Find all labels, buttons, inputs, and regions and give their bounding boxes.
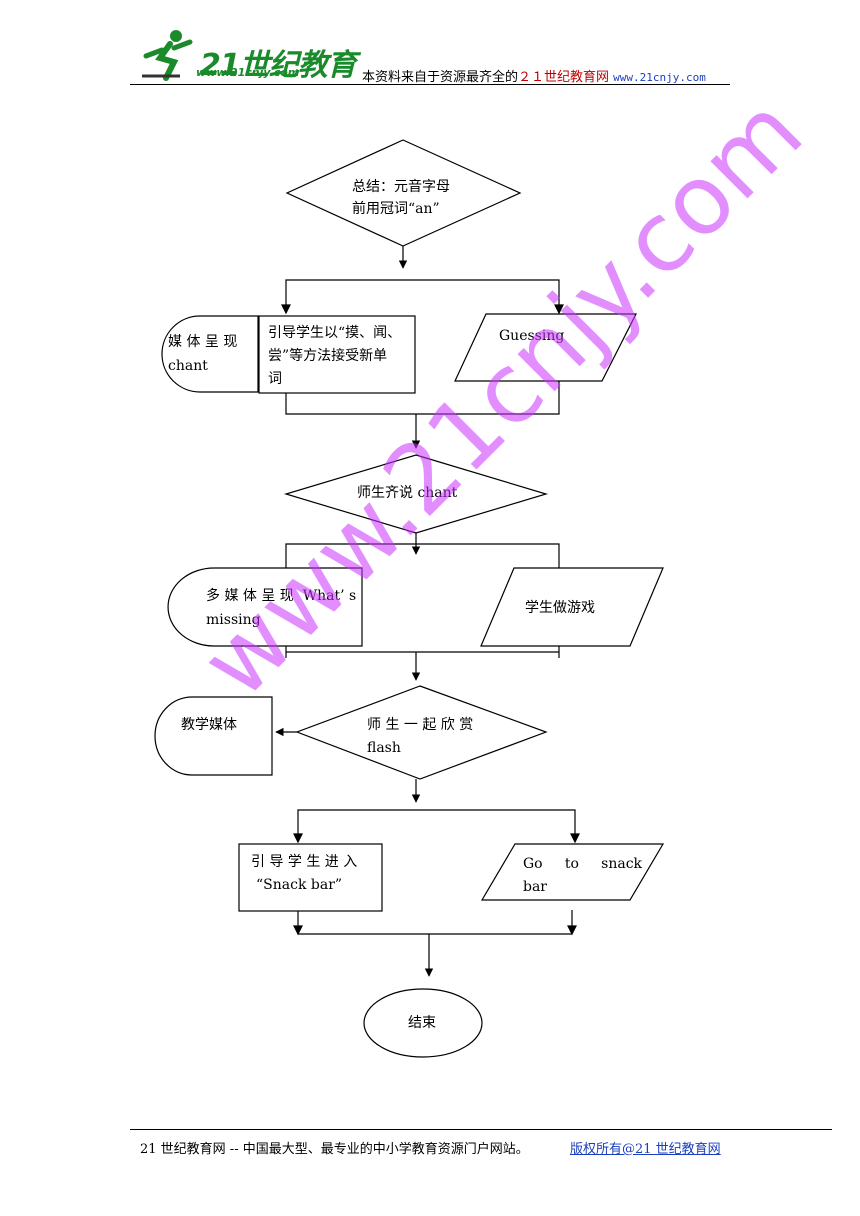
chant-together-label: 师生齐说 chant <box>357 485 458 501</box>
flash-label-1: 师 生 一 起 欣 赏 <box>367 717 474 733</box>
go-snack-label-1: Go to snack <box>523 856 643 872</box>
whats-missing-label-1: 多 媒 体 呈 现 What’ s <box>206 588 357 604</box>
media-chant-display <box>161 315 259 393</box>
header-tag-prefix: 本资料来自于资源最齐全的 <box>362 70 519 85</box>
header-tag-site[interactable]: ２１世纪教育网 <box>518 70 610 85</box>
whats-missing-label-2: missing <box>206 612 261 628</box>
teaching-media-display <box>154 696 273 776</box>
media-chant-label-1: 媒 体 呈 现 <box>168 334 238 350</box>
game-label: 学生做游戏 <box>525 600 595 616</box>
snack-label-2: “Snack bar” <box>256 877 343 893</box>
connector <box>285 381 560 415</box>
snack-label-1: 引 导 学 生 进 入 <box>251 854 358 870</box>
go-snack-io <box>480 843 665 901</box>
teaching-media-label: 教学媒体 <box>181 717 237 733</box>
header-rule <box>130 84 730 85</box>
footer-rule <box>130 1129 832 1130</box>
end-terminal <box>363 988 483 1058</box>
whats-missing-display <box>167 567 363 647</box>
arrowhead <box>570 833 580 844</box>
snack-process <box>238 843 383 912</box>
arrowhead <box>293 833 303 844</box>
flash-decision <box>295 685 548 780</box>
arrowhead <box>567 925 577 936</box>
media-chant-label-2: chant <box>168 358 208 374</box>
guessing-io <box>454 313 637 382</box>
logo-url: www.21cnjy.com <box>196 66 300 79</box>
logo-text: 21世纪教育 <box>200 48 357 83</box>
logo-icon <box>140 28 200 82</box>
footer-copyright-link[interactable]: 版权所有@21 世纪教育网 <box>570 1142 721 1157</box>
arrowhead <box>554 304 564 315</box>
summary-label-1: 总结：元音字母 <box>352 179 450 195</box>
guide-label-2: 尝”等方法接受新单 <box>268 348 388 364</box>
connector <box>297 809 576 834</box>
header-tag-url[interactable]: www.21cnjy.com <box>613 71 706 84</box>
guessing-label: Guessing <box>499 328 565 344</box>
header-tagline: 本资料来自于资源最齐全的２１世纪教育网 www.21cnjy.com <box>362 66 706 85</box>
connector <box>285 543 560 568</box>
guide-label-3: 词 <box>268 371 282 387</box>
summary-label-2: 前用冠词“an” <box>352 201 440 217</box>
connector <box>285 279 560 305</box>
arrowhead <box>281 304 291 315</box>
flash-label-2: flash <box>367 740 401 756</box>
guide-label-1: 引导学生以“摸、闻、 <box>268 325 402 341</box>
arrowhead <box>293 925 303 936</box>
footer-text: 21 世纪教育网 -- 中国最大型、最专业的中小学教育资源门户网站。 <box>140 1142 529 1157</box>
guide-process <box>258 315 416 394</box>
end-label: 结束 <box>408 1015 436 1031</box>
go-snack-label-2: bar <box>523 879 548 895</box>
game-io <box>480 567 664 647</box>
